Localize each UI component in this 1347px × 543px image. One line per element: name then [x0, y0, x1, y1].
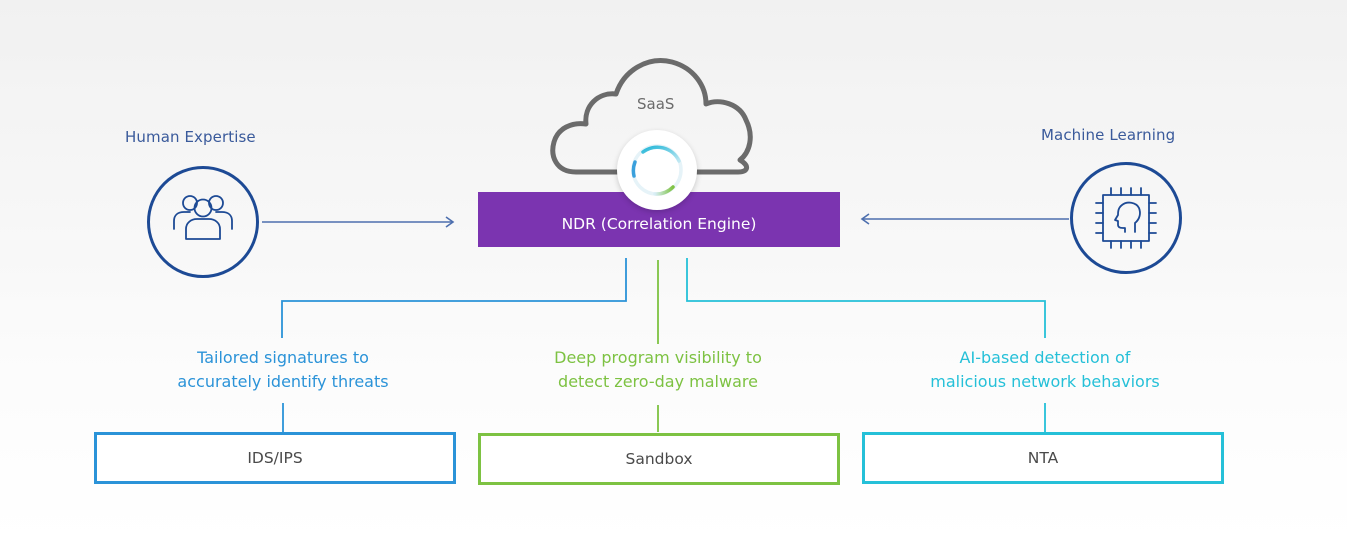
machine-learning-node	[1070, 162, 1182, 274]
human-expertise-label: Human Expertise	[125, 128, 256, 146]
arrow-left-icon	[860, 213, 1069, 225]
ids-ips-description-line: Tailored signatures to	[197, 348, 369, 367]
sandbox-description-line: Deep program visibility to	[554, 348, 762, 367]
ndr-engine-label: NDR (Correlation Engine)	[561, 214, 757, 233]
people-group-icon	[173, 195, 233, 240]
loading-ring-icon	[631, 144, 683, 196]
nta-description-line: malicious network behaviors	[930, 372, 1160, 391]
sandbox-description: Deep program visibility to detect zero-d…	[527, 346, 789, 394]
ids-ips-description: Tailored signatures to accurately identi…	[152, 346, 414, 394]
chip-head-icon	[1095, 187, 1157, 249]
ids-ips-description-line: accurately identify threats	[177, 372, 389, 391]
sandbox-box: Sandbox	[478, 433, 840, 485]
connector-ids-ips	[281, 258, 627, 338]
nta-description-line: AI-based detection of	[959, 348, 1131, 367]
connector-nta	[686, 258, 1046, 338]
human-expertise-node	[147, 166, 259, 278]
ids-ips-label: IDS/IPS	[247, 449, 303, 467]
nta-description: AI-based detection of malicious network …	[900, 346, 1190, 394]
saas-badge	[617, 130, 697, 210]
machine-learning-label: Machine Learning	[1041, 126, 1176, 144]
cloud-label: SaaS	[637, 95, 675, 113]
cloud-icon	[550, 58, 753, 175]
nta-label: NTA	[1027, 449, 1059, 467]
sandbox-description-line: detect zero-day malware	[558, 372, 758, 391]
ids-ips-box: IDS/IPS	[94, 432, 456, 484]
sandbox-label: Sandbox	[625, 450, 693, 468]
arrow-right-icon	[262, 216, 455, 228]
nta-box: NTA	[862, 432, 1224, 484]
